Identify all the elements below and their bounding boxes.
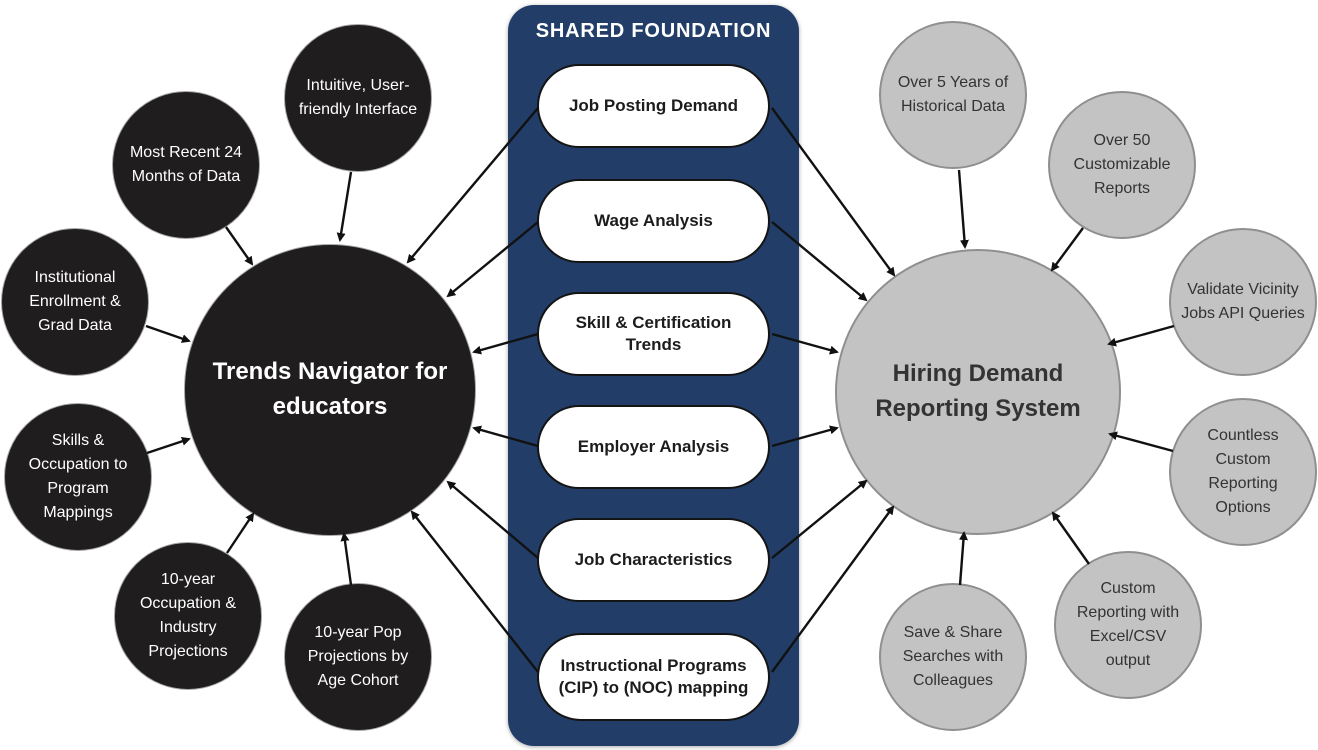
satellite-label: Save & Share Searches with Colleagues <box>902 624 1004 689</box>
satellite-label: Institutional Enrollment & Grad Data <box>29 269 121 334</box>
foundation-item-skill-certification-trends: Skill & Certification Trends <box>537 292 770 376</box>
hiring-demand-hub: Hiring Demand Reporting System <box>835 249 1121 535</box>
shared-foundation-panel: SHARED FOUNDATION Job Posting Demand Wag… <box>508 5 799 746</box>
left-satellite-recent-24-months: Most Recent 24 Months of Data <box>112 91 260 239</box>
right-satellite-historical-data: Over 5 Years of Historical Data <box>879 21 1027 169</box>
satellite-label: Intuitive, User-friendly Interface <box>298 77 418 118</box>
hub-label: Trends Navigator for educators <box>212 358 448 420</box>
satellite-label: 10-year Occupation & Industry Projection… <box>139 571 237 660</box>
pill-label: Job Characteristics <box>574 549 733 569</box>
satellite-label: Countless Custom Reporting Options <box>1207 427 1279 516</box>
trends-navigator-hub: Trends Navigator for educators <box>184 244 476 536</box>
left-satellite-skills-occupation-mappings: Skills & Occupation to Program Mappings <box>4 403 152 551</box>
foundation-item-cip-noc-mapping: Instructional Programs (CIP) to (NOC) ma… <box>537 633 770 721</box>
left-satellite-pop-projections-age-cohort: 10-year Pop Projections by Age Cohort <box>284 583 432 731</box>
satellite-label: Over 5 Years of Historical Data <box>897 74 1009 115</box>
satellite-label: Skills & Occupation to Program Mappings <box>28 432 128 521</box>
left-satellite-intuitive-interface: Intuitive, User-friendly Interface <box>284 24 432 172</box>
pill-label: Instructional Programs (CIP) to (NOC) ma… <box>558 655 749 697</box>
right-satellite-custom-reporting-options: Countless Custom Reporting Options <box>1169 398 1317 546</box>
pill-label: Wage Analysis <box>594 210 713 230</box>
pill-label: Job Posting Demand <box>568 95 739 115</box>
left-satellite-institutional-enrollment: Institutional Enrollment & Grad Data <box>1 228 149 376</box>
foundation-item-job-posting-demand: Job Posting Demand <box>537 64 770 148</box>
foundation-item-job-characteristics: Job Characteristics <box>537 518 770 602</box>
foundation-item-employer-analysis: Employer Analysis <box>537 405 770 489</box>
satellite-label: Validate Vicinity Jobs API Queries <box>1181 281 1305 322</box>
pill-label: Employer Analysis <box>577 436 730 456</box>
satellite-label: Most Recent 24 Months of Data <box>129 144 243 185</box>
foundation-item-wage-analysis: Wage Analysis <box>537 179 770 263</box>
satellite-label: Over 50 Customizable Reports <box>1073 132 1171 197</box>
right-satellite-customizable-reports: Over 50 Customizable Reports <box>1048 91 1196 239</box>
left-satellite-occupation-industry-projections: 10-year Occupation & Industry Projection… <box>114 542 262 690</box>
right-satellite-excel-csv-output: Custom Reporting with Excel/CSV output <box>1054 551 1202 699</box>
right-satellite-save-share-searches: Save & Share Searches with Colleagues <box>879 583 1027 731</box>
right-satellite-vicinity-api-queries: Validate Vicinity Jobs API Queries <box>1169 228 1317 376</box>
satellite-label: Custom Reporting with Excel/CSV output <box>1076 580 1180 669</box>
satellite-label: 10-year Pop Projections by Age Cohort <box>307 624 409 689</box>
shared-foundation-title: SHARED FOUNDATION <box>535 20 772 42</box>
pill-label: Skill & Certification Trends <box>575 312 732 354</box>
hub-label: Hiring Demand Reporting System <box>875 360 1081 422</box>
